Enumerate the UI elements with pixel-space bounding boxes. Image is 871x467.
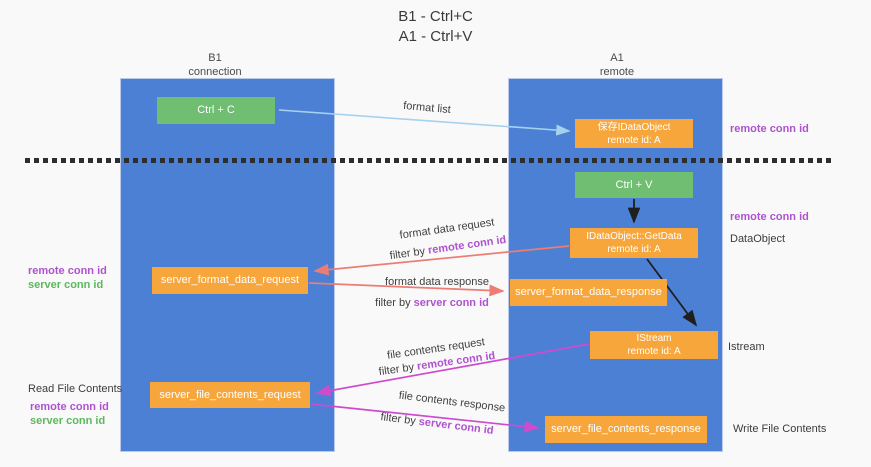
label-remote-conn-id-top-right: remote conn id	[730, 123, 809, 135]
label-remote-conn-id-left-1: remote conn id	[28, 265, 107, 277]
node-idataobject-getdata: IDataObject::GetData remote id: A	[570, 228, 698, 258]
label-server-conn-id-left-2: server conn id	[30, 415, 106, 427]
node-server-format-data-response: server_format_data_response	[510, 279, 667, 306]
node-ctrl-c: Ctrl + C	[157, 97, 275, 124]
dashed-divider	[25, 158, 834, 163]
label-filter-by-text: filter by	[389, 245, 426, 263]
label-filter-by-server-conn-id-1: filter by server conn id	[375, 297, 489, 309]
label-server-conn-id-text: server conn id	[413, 297, 489, 309]
label-format-list: format list	[402, 99, 452, 117]
label-server-conn-id-text: server conn id	[418, 415, 495, 437]
node-server-file-contents-response-label: server_file_contents_response	[551, 423, 701, 436]
node-ctrl-v: Ctrl + V	[575, 172, 693, 198]
node-getdata-line1: IDataObject::GetData	[586, 231, 682, 242]
node-ctrl-c-label: Ctrl + C	[197, 104, 235, 117]
title-line-1: B1 - Ctrl+C	[398, 8, 473, 25]
label-file-contents-response: file contents response	[398, 389, 506, 415]
node-saved-idataobject: 保存IDataObject remote id: A	[575, 119, 693, 148]
label-remote-conn-id-mid-right: remote conn id	[730, 211, 809, 223]
label-format-data-response: format data response	[385, 276, 489, 288]
node-server-file-contents-request: server_file_contents_request	[150, 382, 310, 408]
label-remote-conn-id-left-2: remote conn id	[30, 401, 109, 413]
node-getdata-line2: remote id: A	[607, 244, 661, 255]
node-istream-line1: IStream	[636, 333, 672, 344]
node-istream: IStream remote id: A	[590, 331, 718, 359]
label-write-file-contents: Write File Contents	[733, 423, 827, 435]
label-filter-by-text: filter by	[378, 361, 415, 379]
label-remote-conn-id-text: remote conn id	[427, 233, 507, 257]
label-istream: Istream	[728, 341, 765, 353]
node-server-format-data-request: server_format_data_request	[152, 267, 308, 294]
column-header-a1: A1 remote	[547, 51, 687, 80]
node-ctrl-v-label: Ctrl + V	[615, 178, 653, 191]
label-filter-by-text: filter by	[375, 297, 411, 309]
node-server-format-data-request-label: server_format_data_request	[160, 274, 300, 287]
label-dataobject: DataObject	[730, 233, 786, 245]
diagram-title: B1 - Ctrl+C A1 - Ctrl+V	[0, 7, 871, 48]
title-line-2: A1 - Ctrl+V	[398, 28, 473, 46]
node-saved-idataobject-line2: remote id: A	[607, 134, 661, 146]
label-read-file-contents: Read File Contents	[28, 383, 123, 395]
column-a1-subtitle: remote	[599, 66, 635, 79]
label-server-conn-id-left-1: server conn id	[28, 279, 104, 291]
node-istream-line2: remote id: A	[627, 346, 681, 357]
column-b1-subtitle: connection	[188, 66, 242, 79]
node-saved-idataobject-line1: 保存IDataObject	[597, 121, 671, 133]
column-a1-title: A1	[610, 52, 624, 64]
node-server-format-data-response-label: server_format_data_response	[515, 286, 662, 299]
column-header-b1: B1 connection	[145, 51, 285, 80]
node-server-file-contents-request-label: server_file_contents_request	[159, 388, 301, 401]
column-b1-title: B1	[208, 52, 222, 64]
node-server-file-contents-response: server_file_contents_response	[545, 416, 707, 443]
label-filter-by-server-conn-id-2: filter by server conn id	[380, 411, 494, 437]
label-filter-by-text: filter by	[379, 411, 417, 428]
